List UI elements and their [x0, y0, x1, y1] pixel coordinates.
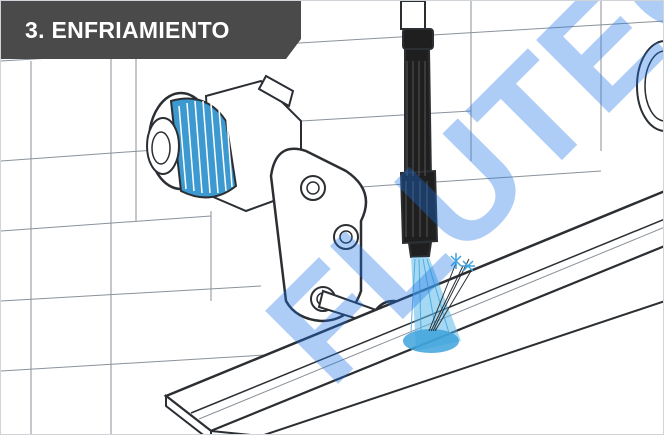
water-spray	[403, 257, 461, 353]
coolant-puddle	[403, 329, 459, 353]
nozzle-ribs	[405, 61, 428, 237]
knurl-lines	[178, 100, 233, 194]
page-title: 3. ENFRIAMIENTO	[1, 1, 301, 59]
motor	[146, 74, 302, 213]
coolant-nozzle	[399, 1, 439, 259]
round-part-right	[636, 40, 663, 132]
spark-icon	[428, 253, 475, 332]
